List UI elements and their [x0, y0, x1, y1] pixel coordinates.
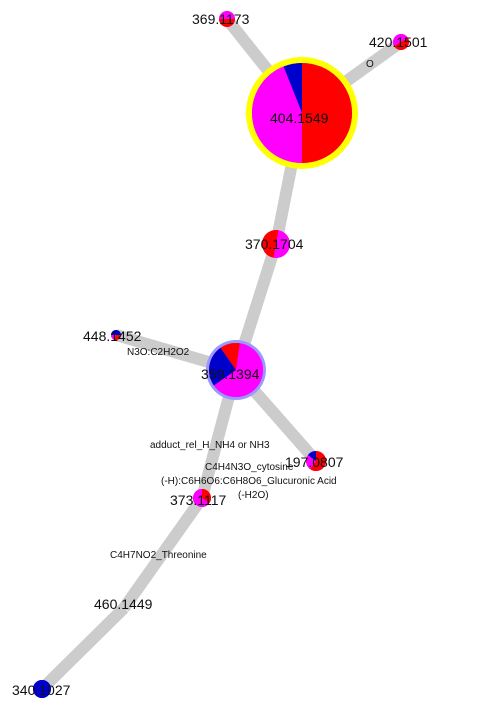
node-404-pie: [252, 63, 352, 163]
node-370-pie-slice-red: [262, 230, 279, 258]
node-label-340: 340.1027: [12, 682, 71, 698]
node-373-pie-slice-red: [202, 489, 212, 504]
edge-label-adduct: adduct_rel_H_NH4 or NH3: [150, 440, 270, 451]
node-404-pie-slice-magenta: [252, 66, 302, 163]
node-369-pie-slice-magenta: [219, 11, 235, 19]
edge-label-o: O: [366, 59, 374, 70]
node-197-pie-slice-red: [310, 451, 327, 471]
node-369-pie-slice-red: [219, 19, 235, 27]
edge-label-threonine: C4H7NO2_Threonine: [110, 550, 207, 561]
node-197[interactable]: [306, 451, 327, 471]
node-420[interactable]: [393, 34, 409, 50]
node-197-pie: [306, 451, 327, 471]
node-404[interactable]: [246, 57, 358, 169]
node-label-460: 460.1449: [94, 596, 153, 612]
node-370-pie: [262, 230, 291, 259]
node-404-pie-slice-red: [302, 63, 352, 163]
node-340[interactable]: [33, 680, 51, 698]
node-448-pie: [111, 330, 121, 340]
node-label-448: 448.1452: [83, 328, 142, 344]
node-340-pie: [33, 680, 51, 698]
node-448[interactable]: [111, 330, 121, 340]
node-369-pie: [219, 11, 235, 27]
node-404-pie-slice-blue: [283, 63, 302, 113]
node-373-pie-slice-magenta: [193, 489, 210, 507]
edge-373-460[interactable]: [119, 494, 207, 612]
node-359[interactable]: [206, 340, 266, 400]
edge-label-h2o: (-H2O): [238, 490, 269, 501]
node-359-pie: [208, 343, 263, 397]
node-420-pie-slice-red: [394, 38, 409, 50]
node-label-420: 420.1501: [369, 34, 428, 50]
node-label-369: 369.1173: [192, 11, 250, 27]
node-197-pie-slice-blue: [307, 451, 316, 461]
node-label-197: 197.0807: [285, 454, 344, 470]
node-197-pie-slice-magenta: [306, 455, 316, 470]
edge-label-cytosine: C4H4N3O_cytosine: [205, 462, 294, 473]
node-373[interactable]: [193, 489, 212, 507]
node-373-pie: [193, 489, 212, 507]
node-460[interactable]: [121, 605, 127, 611]
node-340-pie-slice-blue: [33, 680, 51, 698]
node-369[interactable]: [219, 11, 235, 27]
node-420-pie-slice-magenta: [393, 34, 408, 46]
node-420-pie: [393, 34, 409, 50]
node-359-pie-slice-blue: [208, 347, 236, 386]
node-448-pie-slice-blue: [111, 330, 121, 335]
node-448-pie-slice-magenta: [111, 335, 116, 340]
node-359-pie-slice-red: [220, 343, 240, 370]
node-label-373: 373.1117: [170, 492, 227, 508]
edge-460-340[interactable]: [37, 603, 129, 694]
edge-label-glucuronic: (-H):C6H6O6:C6H8O6_Glucuronic Acid: [161, 476, 337, 487]
node-370-pie-slice-magenta: [273, 230, 291, 259]
node-370[interactable]: [262, 230, 291, 259]
node-label-370: 370.1704: [245, 236, 304, 252]
node-448-pie-slice-red: [114, 335, 121, 340]
edge-label-n3o-c2h2o2: N3O:C2H2O2: [127, 347, 190, 358]
node-label-359: 359.1394: [201, 366, 260, 382]
node-359-pie-slice-magenta: [213, 343, 263, 397]
node-label-404: 404.1549: [270, 110, 329, 126]
